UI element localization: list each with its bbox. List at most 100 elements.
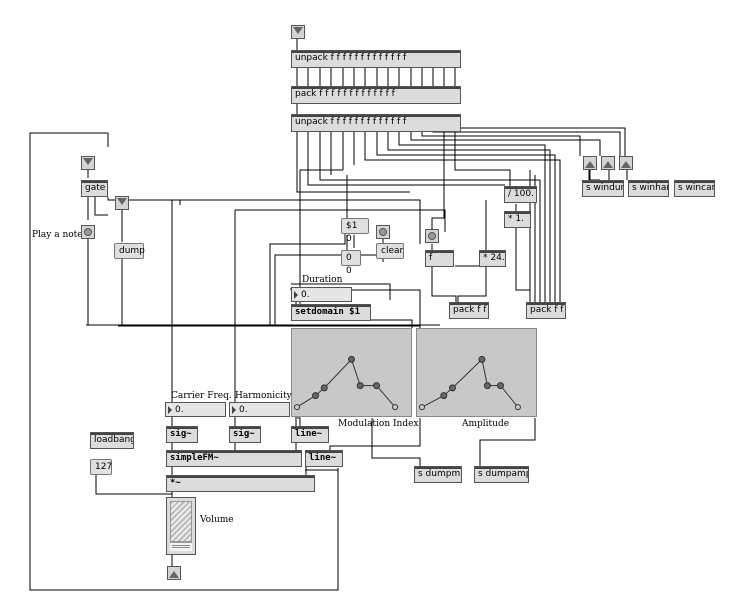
patch-inlet-wincar[interactable] (619, 156, 633, 170)
breakpoint[interactable] (440, 392, 448, 400)
send-winhar-object[interactable]: s winhar (628, 180, 669, 197)
object-text: unpack f f f f f f f f f f f f f (295, 117, 407, 127)
breakpoint[interactable] (419, 404, 425, 411)
object-text: line~ (309, 453, 337, 463)
breakpoint[interactable] (356, 382, 364, 390)
send-wincar-object[interactable]: s wincar (674, 180, 715, 197)
modulation-index-label: Modulation Index (338, 419, 419, 429)
object-text: s wincar (678, 183, 715, 193)
multiply-signal-object[interactable]: *~ (166, 475, 315, 492)
breakpoint[interactable] (496, 382, 504, 390)
setdomain-object[interactable]: setdomain $1 (291, 304, 371, 321)
pack-object[interactable]: pack f f f f f f f f f f f f f (291, 86, 461, 104)
patch-inlet-dump[interactable] (115, 196, 129, 210)
divide-100-object[interactable]: / 100. (504, 186, 537, 203)
patch-inlet-windur[interactable] (583, 156, 597, 170)
breakpoint[interactable] (514, 404, 521, 411)
slider-track (170, 501, 192, 542)
volume-init-message[interactable]: 127 (90, 459, 112, 475)
breakpoint[interactable] (483, 382, 491, 390)
object-text: s winhar (632, 183, 669, 193)
zero-zero-message[interactable]: 0 0 (341, 250, 361, 276)
breakpoint[interactable] (320, 384, 328, 392)
dollar1-zero-message[interactable]: $1 0 (341, 218, 369, 244)
patch-outlet-audio[interactable] (167, 566, 181, 580)
object-text: setdomain $1 (295, 307, 361, 317)
inlet-arrow-icon (603, 161, 613, 168)
line-object-modindex[interactable]: line~ (291, 426, 329, 443)
unpack-object-2[interactable]: unpack f f f f f f f f f f f f f (291, 114, 461, 132)
outlet-arrow-icon (169, 571, 179, 578)
harmonicity-label: Harmonicity (235, 391, 292, 401)
float-object[interactable]: f (425, 250, 454, 267)
simplefm-object[interactable]: simpleFM~ (166, 450, 302, 467)
object-text: pack f f f f f f f f f f f f f (295, 89, 395, 99)
object-text: *~ (170, 478, 181, 488)
clear-message[interactable]: clear (376, 243, 404, 259)
carrier-freq-number[interactable]: 0. (165, 402, 226, 417)
patch-inlet-gate-control[interactable] (81, 156, 95, 170)
send-windur-object[interactable]: s windur (582, 180, 624, 197)
sig-object-harmonicity[interactable]: sig~ (229, 426, 261, 443)
breakpoint[interactable] (294, 404, 300, 411)
multiply-1-object[interactable]: * 1. (504, 211, 531, 228)
object-text: s dumpmi (418, 469, 462, 479)
object-text: s windur (586, 183, 624, 193)
patch-inlet-top[interactable] (291, 25, 305, 39)
line-object-amplitude[interactable]: line~ (305, 450, 343, 467)
object-text: simpleFM~ (170, 453, 219, 463)
function-graph[interactable] (417, 329, 536, 416)
amplitude-label: Amplitude (462, 419, 510, 429)
function-line (296, 358, 396, 408)
play-note-bang[interactable] (81, 225, 95, 239)
volume-label: Volume (200, 515, 234, 525)
object-text: * 24. (483, 253, 505, 263)
inlet-arrow-icon (83, 158, 93, 165)
object-text: pack f f (453, 305, 487, 315)
carrier-freq-label: Carrier Freq. (171, 391, 232, 401)
clear-bang[interactable] (376, 225, 390, 239)
breakpoint[interactable] (348, 355, 355, 363)
breakpoint[interactable] (392, 404, 399, 411)
object-text: * 1. (508, 214, 524, 224)
amplitude-function[interactable] (416, 328, 537, 417)
send-dumpmi-object[interactable]: s dumpmi (414, 466, 462, 483)
harmonicity-number[interactable]: 0. (229, 402, 290, 417)
unpack-object[interactable]: unpack f f f f f f f f f f f f f (291, 50, 461, 68)
pack-ff-object-2[interactable]: pack f f (526, 302, 566, 319)
dump-message[interactable]: dump (114, 243, 145, 259)
sig-object-carrier[interactable]: sig~ (166, 426, 198, 443)
object-text: / 100. (508, 189, 534, 199)
breakpoint[interactable] (478, 355, 486, 363)
breakpoint[interactable] (449, 384, 457, 392)
object-text: line~ (295, 429, 323, 439)
loadbang-object[interactable]: loadbang (90, 432, 134, 449)
patch-inlet-winhar[interactable] (601, 156, 615, 170)
object-text: unpack f f f f f f f f f f f f f (295, 53, 407, 63)
volume-slider[interactable] (166, 497, 196, 555)
multiply-24-object[interactable]: * 24. (479, 250, 506, 267)
object-text: sig~ (233, 429, 255, 439)
play-a-note-label: Play a note (32, 230, 83, 240)
object-text: s dumpamp (478, 469, 529, 479)
object-text: sig~ (170, 429, 192, 439)
send-dumpamp-object[interactable]: s dumpamp (474, 466, 529, 483)
pack-ff-object-1[interactable]: pack f f (449, 302, 489, 319)
object-text: loadbang (94, 435, 134, 445)
float-bang[interactable] (425, 229, 439, 243)
inlet-arrow-icon (621, 161, 631, 168)
function-graph[interactable] (292, 329, 411, 416)
slider-knob[interactable] (170, 542, 192, 551)
breakpoint[interactable] (312, 392, 320, 400)
duration-number[interactable]: 0. (291, 287, 352, 302)
function-line (421, 358, 519, 408)
inlet-arrow-icon (117, 198, 127, 205)
object-text: pack f f (530, 305, 564, 315)
inlet-arrow-icon (585, 161, 595, 168)
object-text: f (429, 253, 433, 263)
inlet-arrow-icon (293, 27, 303, 34)
gate-object[interactable]: gate (81, 180, 108, 197)
breakpoint[interactable] (373, 382, 381, 390)
modulation-index-function[interactable] (291, 328, 412, 417)
